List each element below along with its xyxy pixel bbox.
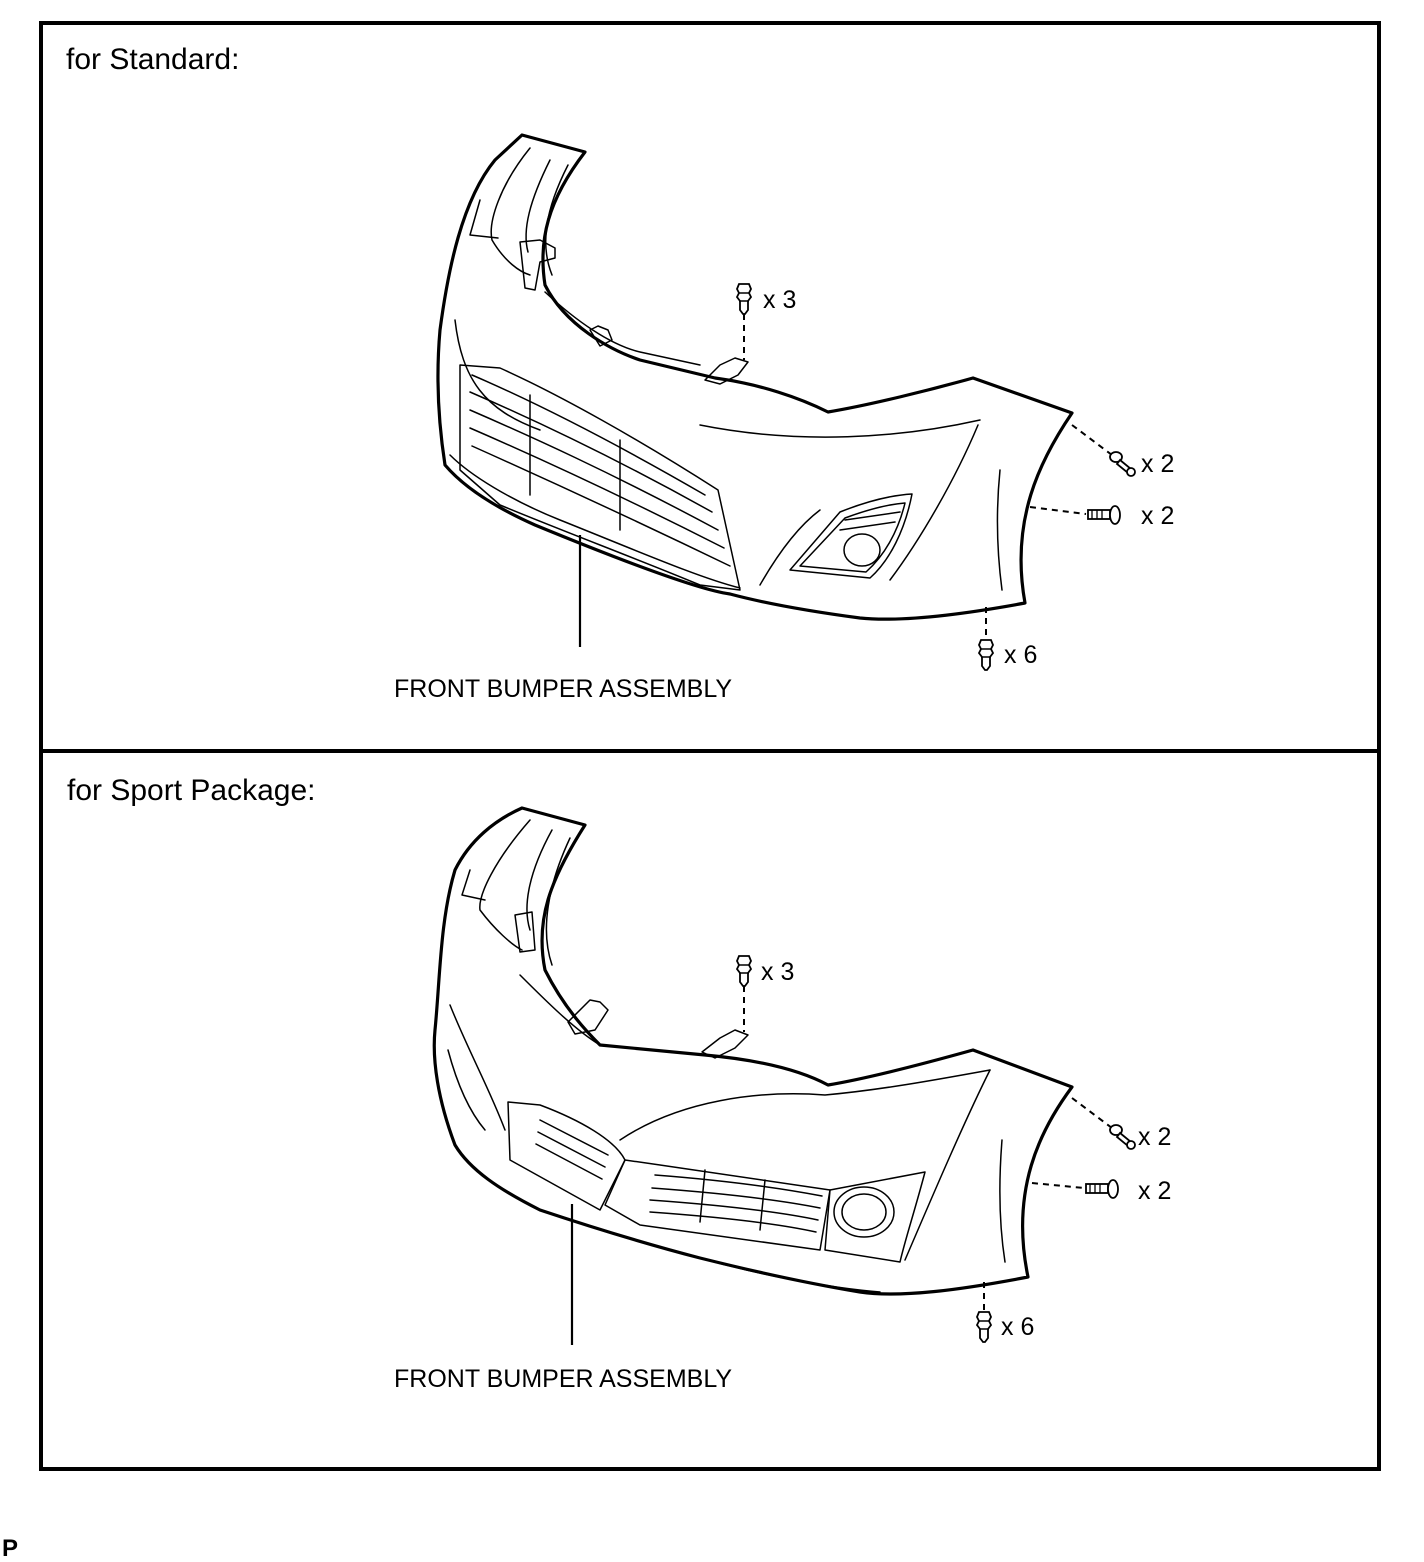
front-bumper-illustration xyxy=(432,806,1074,1296)
footer-mark: P xyxy=(2,1535,18,1562)
clip-icon xyxy=(976,1311,992,1343)
bolt-icon xyxy=(1085,1179,1119,1199)
fastener-qty: x 2 xyxy=(1141,450,1174,478)
clip-icon xyxy=(736,283,752,315)
front-bumper-illustration xyxy=(436,133,1074,621)
panel-standard: for Standard: xyxy=(66,43,1174,703)
screw-icon xyxy=(1109,451,1136,477)
fastener-qty: x 6 xyxy=(1004,641,1037,669)
diagram-frame xyxy=(39,21,1381,1471)
fastener-qty: x 2 xyxy=(1138,1123,1171,1151)
fastener-qty: x 2 xyxy=(1138,1177,1171,1205)
clip-icon xyxy=(736,955,752,987)
part-label: FRONT BUMPER ASSEMBLY xyxy=(394,1365,732,1393)
panel-heading: for Sport Package: xyxy=(67,774,315,807)
clip-icon xyxy=(978,639,994,671)
fastener-qty: x 3 xyxy=(761,958,794,986)
panel-heading: for Standard: xyxy=(66,43,239,76)
fastener-qty: x 3 xyxy=(763,286,796,314)
fastener-qty: x 6 xyxy=(1001,1313,1034,1341)
fastener-qty: x 2 xyxy=(1141,502,1174,530)
panel-sport-package: for Sport Package: xyxy=(67,774,1171,1393)
bolt-icon xyxy=(1087,505,1121,525)
part-label: FRONT BUMPER ASSEMBLY xyxy=(394,675,732,703)
screw-icon xyxy=(1109,1124,1136,1150)
